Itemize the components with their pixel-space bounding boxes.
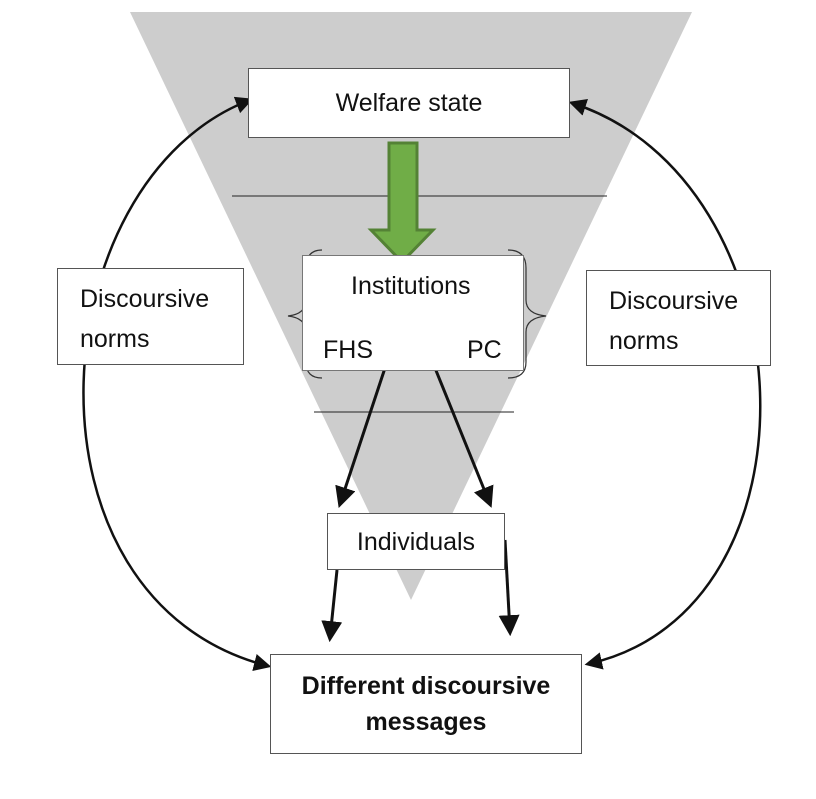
individuals-box: Individuals — [327, 513, 505, 570]
messages-label-line2: messages — [365, 708, 487, 736]
welfare-to-institutions-arrow — [367, 141, 437, 265]
welfare-state-box: Welfare state — [248, 68, 570, 138]
left-curved-arrow — [82, 96, 272, 671]
pc-label: PC — [467, 336, 502, 364]
norms-left-line2: norms — [80, 325, 150, 353]
messages-label-line1: Different discoursive — [301, 672, 551, 700]
pc-to-individuals-arrow — [433, 367, 494, 508]
individuals-to-messages-arrow-right — [498, 539, 520, 637]
norms-right-line1: Discoursive — [609, 287, 739, 315]
institutions-label: Institutions — [351, 272, 471, 300]
individuals-label: Individuals — [356, 527, 476, 556]
messages-box: Different discoursive messages — [270, 654, 582, 754]
norms-box-left: Discoursive norms — [57, 268, 244, 365]
right-curved-arrow — [568, 99, 762, 670]
fhs-label: FHS — [323, 336, 373, 364]
institutions-right-brace — [507, 249, 547, 379]
fhs-to-individuals-arrow — [335, 367, 387, 508]
norms-box-right: Discoursive norms — [586, 270, 771, 366]
norms-right-line2: norms — [609, 327, 679, 355]
institutions-box: Institutions FHS PC — [302, 255, 524, 371]
norms-left-line1: Discoursive — [80, 285, 210, 313]
individuals-to-messages-arrow-left — [321, 569, 343, 643]
welfare-state-label: Welfare state — [335, 89, 483, 117]
